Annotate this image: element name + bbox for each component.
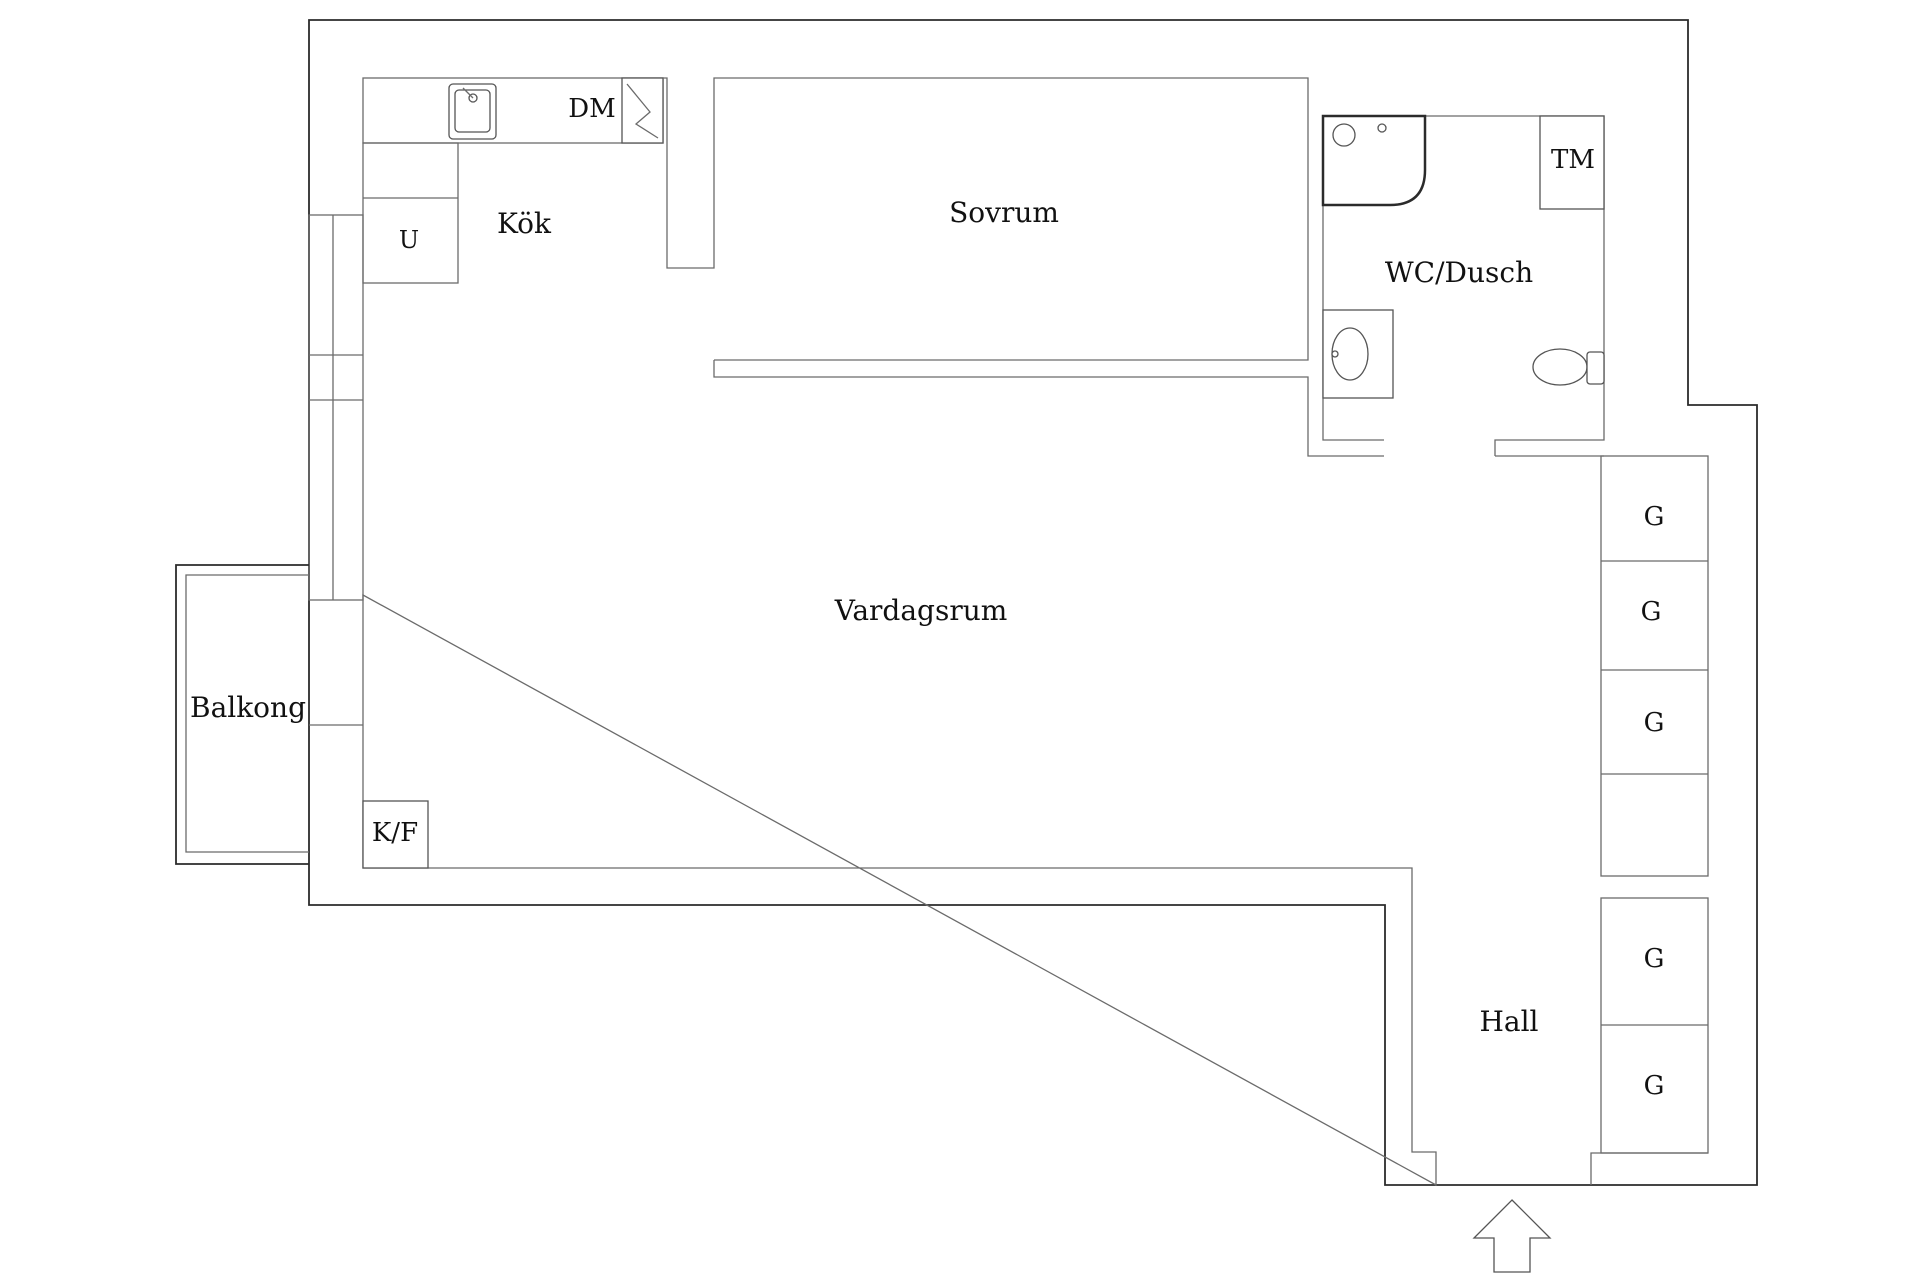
wardrobes: [1590, 455, 1709, 1185]
label-washer: TM: [1551, 145, 1595, 175]
washer-icon: [1539, 115, 1605, 210]
room-label-kitchen: Kök: [497, 207, 551, 240]
room-label-living-room: Vardagsrum: [834, 594, 1008, 627]
label-wardrobe: G: [1643, 1071, 1665, 1101]
label-wardrobe: G: [1643, 708, 1665, 738]
label-wardrobe: G: [1640, 597, 1662, 627]
toilet-icon: [1532, 348, 1605, 386]
balcony-outline: [175, 564, 363, 865]
sink-icon: [448, 83, 497, 140]
label-wardrobe: G: [1643, 502, 1665, 532]
label-dishwasher: DM: [568, 94, 616, 124]
fridge-freezer-icon: [362, 800, 429, 869]
room-label-bathroom: WC/Dusch: [1384, 256, 1534, 289]
kitchen-counter: [362, 77, 664, 144]
bathroom-wall: [1322, 116, 1384, 441]
room-label-hall: Hall: [1479, 1005, 1539, 1038]
label-fridge-freezer: K/F: [371, 818, 419, 848]
kitchen-bedroom-wall: [663, 77, 1309, 361]
kitchen-counter-side: [362, 142, 459, 284]
label-wardrobe: G: [1643, 944, 1665, 974]
bathroom-sink-icon: [1322, 309, 1394, 399]
outer-wall: [308, 19, 1758, 1186]
label-oven: U: [398, 226, 420, 254]
bathroom-wall-right: [1323, 115, 1605, 456]
dishwasher-icon: [621, 77, 664, 144]
inner-wall: [362, 593, 1437, 1187]
room-label-bedroom: Sovrum: [949, 196, 1059, 229]
shower-icon: [1321, 114, 1427, 207]
bedroom-bottom-wall: [713, 360, 1384, 457]
entrance-arrow-icon: [1472, 1199, 1552, 1273]
room-label-balcony: Balkong: [189, 691, 307, 724]
kitchen-window: [308, 214, 364, 601]
